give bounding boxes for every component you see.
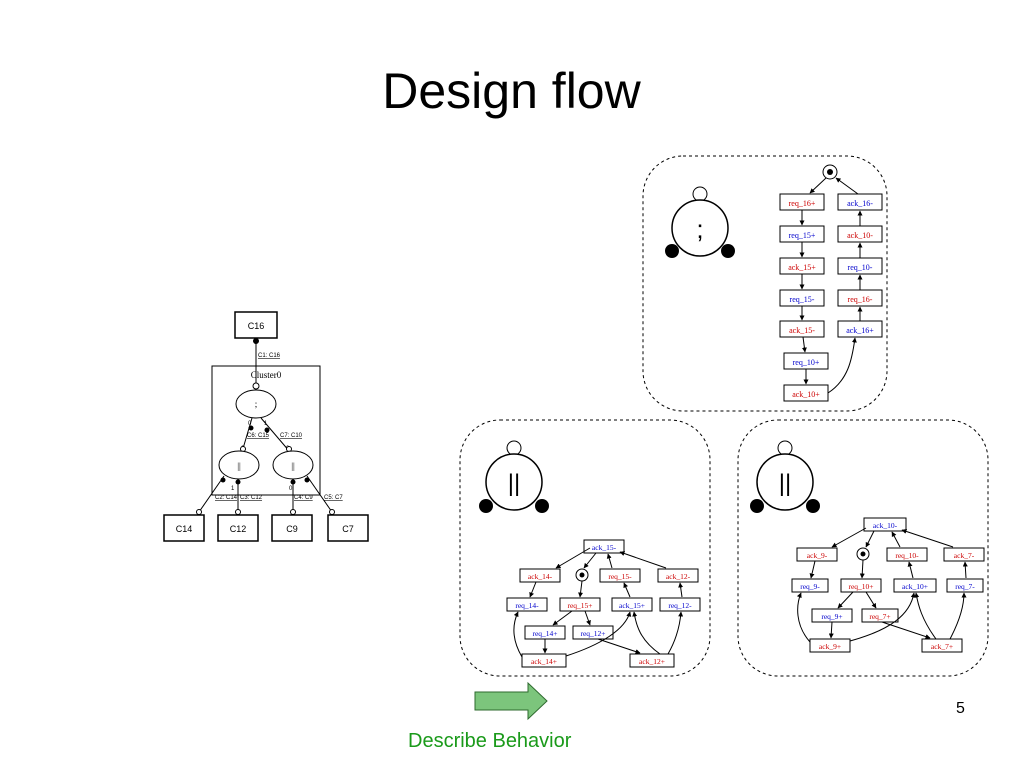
- svg-text:C3: C12: C3: C12: [240, 495, 263, 501]
- svg-text:req_12-: req_12-: [668, 601, 692, 610]
- svg-text:C5: C7: C5: C7: [324, 495, 343, 501]
- svg-text:ack_15-: ack_15-: [592, 543, 617, 552]
- edge-label-c1: C1: C16: [258, 353, 281, 359]
- port-circle: [252, 382, 260, 390]
- seq-symbol-label: ;: [696, 214, 703, 244]
- svg-text:ack_10-: ack_10-: [847, 231, 873, 240]
- svg-text:ack_9+: ack_9+: [819, 642, 841, 651]
- par-symbol-a: ||: [479, 440, 549, 513]
- par-symbol-b-label: ||: [779, 470, 791, 497]
- svg-text:ack_15+: ack_15+: [788, 263, 816, 272]
- cluster-box: [211, 365, 321, 496]
- svg-text:ack_10+: ack_10+: [792, 390, 820, 399]
- svg-text:req_9+: req_9+: [821, 612, 842, 621]
- svg-text:ack_14+: ack_14+: [531, 657, 557, 666]
- svg-text:C4: C9: C4: C9: [294, 495, 313, 501]
- seq-symbol: ;: [665, 186, 735, 258]
- seq-op-label: ;: [255, 399, 258, 409]
- svg-text:req_10-: req_10-: [895, 551, 919, 560]
- svg-text:C12: C12: [230, 524, 247, 534]
- svg-text:ack_12+: ack_12+: [639, 657, 665, 666]
- svg-text:ack_16-: ack_16-: [847, 199, 873, 208]
- par-stg-a: ack_15- ack_14- req_15- ack_12- req_14- …: [506, 539, 701, 668]
- svg-text:ack_14-: ack_14-: [528, 572, 553, 581]
- symbol-input-port: [692, 186, 708, 202]
- svg-text:ack_10-: ack_10-: [873, 521, 898, 530]
- cluster-label: Cluster0: [251, 370, 282, 380]
- cluster-graph: C16 C1: C16 Cluster0 ; 0 1 C6: C15 C7: C…: [163, 311, 369, 542]
- svg-text:ack_16+: ack_16+: [846, 326, 874, 335]
- slide-title: Design flow: [382, 63, 641, 119]
- component-node-c16: [234, 311, 278, 339]
- right-arrow-icon: [474, 681, 548, 721]
- edge-label-c7: C7: C10: [280, 433, 303, 439]
- stg-node: [837, 193, 883, 211]
- stg-node: [779, 320, 825, 338]
- svg-text:req_15+: req_15+: [789, 231, 816, 240]
- svg-text:req_16-: req_16-: [848, 295, 873, 304]
- svg-text:C14: C14: [176, 524, 193, 534]
- seq-op-node: [235, 389, 277, 419]
- component-node-c16-label: C16: [248, 321, 265, 331]
- page-number: 5: [956, 700, 965, 717]
- svg-text:req_7+: req_7+: [869, 612, 890, 621]
- component-node-c14: [163, 514, 205, 542]
- edge-label-c6: C6: C15: [247, 433, 270, 439]
- seq-stg-panel: [642, 155, 888, 412]
- svg-text:ack_9-: ack_9-: [807, 551, 828, 560]
- svg-text:C7: C7: [342, 524, 354, 534]
- par-symbol-a-label: ||: [508, 470, 520, 497]
- svg-text:req_15-: req_15-: [608, 572, 632, 581]
- svg-text:ack_15+: ack_15+: [619, 601, 645, 610]
- svg-text:req_10-: req_10-: [848, 263, 873, 272]
- par-op-label-right: ||: [291, 461, 295, 471]
- svg-text:ack_12-: ack_12-: [666, 572, 691, 581]
- svg-text:req_14+: req_14+: [532, 629, 557, 638]
- svg-text:C9: C9: [286, 524, 298, 534]
- svg-text:1: 1: [231, 486, 235, 492]
- port-dot: [253, 338, 259, 344]
- svg-text:req_12+: req_12+: [580, 629, 605, 638]
- svg-text:ack_7+: ack_7+: [931, 642, 953, 651]
- seq-stg: req_16+ req_15+ ack_15+ req_15- ack_15- …: [779, 164, 883, 402]
- svg-text:req_14-: req_14-: [515, 601, 539, 610]
- svg-text:req_9-: req_9-: [800, 582, 820, 591]
- par-op-label-left: ||: [237, 461, 241, 471]
- edge-seq-right: [260, 417, 291, 453]
- svg-text:ack_10+: ack_10+: [902, 582, 928, 591]
- svg-text:req_16+: req_16+: [789, 199, 816, 208]
- svg-text:req_10+: req_10+: [793, 358, 820, 367]
- svg-text:ack_15-: ack_15-: [789, 326, 815, 335]
- symbol-output-port: [721, 244, 735, 258]
- svg-text:0: 0: [289, 486, 293, 492]
- svg-text:req_7-: req_7-: [955, 582, 975, 591]
- par-stg-panel-a: [459, 419, 711, 677]
- svg-text:ack_7-: ack_7-: [954, 551, 975, 560]
- par-symbol-b: ||: [750, 440, 820, 513]
- par-stg-panel-b: [737, 419, 989, 677]
- component-node-c7: [327, 514, 369, 542]
- symbol-output-port: [665, 244, 679, 258]
- par-stg-b: ack_10- ack_9- req_10- ack_7- req_9- req…: [791, 517, 985, 653]
- svg-text:req_15+: req_15+: [567, 601, 592, 610]
- svg-text:C2: C14: C2: C14: [215, 495, 238, 501]
- component-node-c12: [217, 514, 259, 542]
- caption-describe-behavior: Describe Behavior: [408, 730, 572, 752]
- svg-text:req_10+: req_10+: [848, 582, 873, 591]
- component-node-c9: [271, 514, 313, 542]
- par-op-node-left: [218, 450, 260, 480]
- svg-text:req_15-: req_15-: [790, 295, 815, 304]
